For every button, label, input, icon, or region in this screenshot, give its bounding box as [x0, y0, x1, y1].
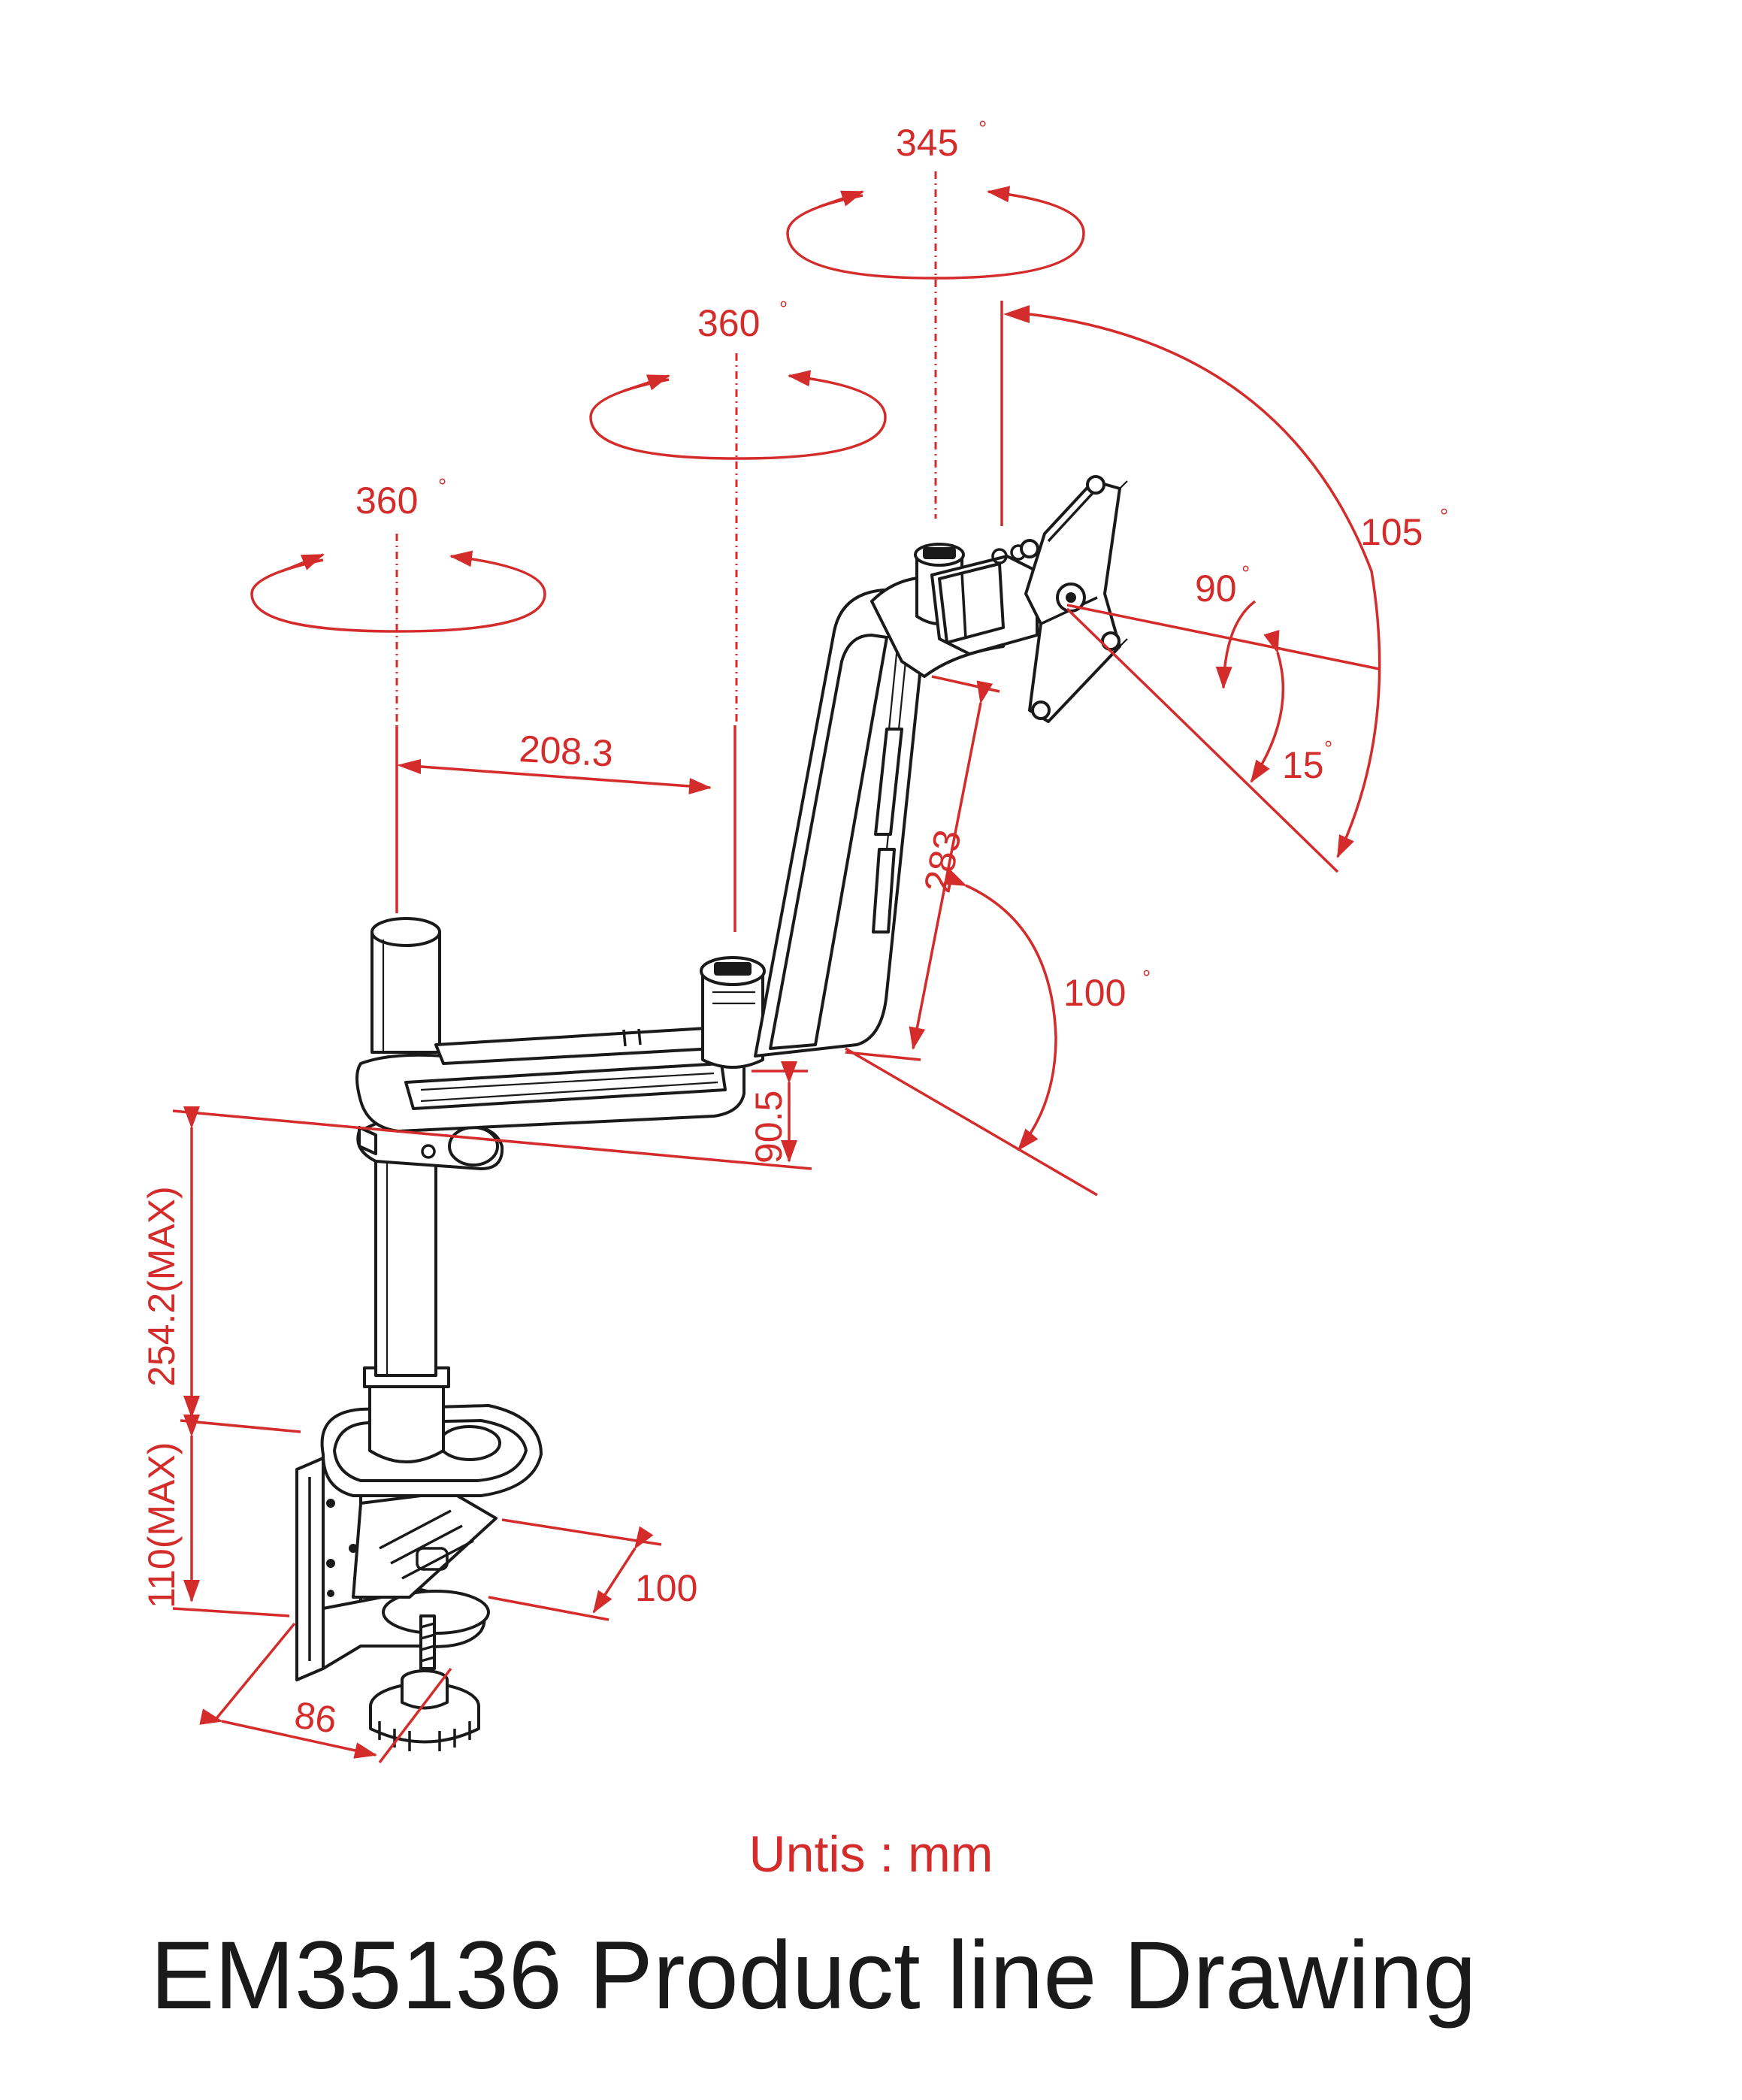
desk-clamp	[295, 1457, 497, 1751]
degree-symbol: °	[1142, 966, 1151, 989]
degree-symbol: °	[1324, 737, 1332, 760]
small-tilt-value: 15	[1282, 744, 1324, 786]
lower-arm	[355, 956, 766, 1133]
arm-joint-rotation-value: 360	[697, 302, 760, 344]
degree-symbol: °	[779, 297, 788, 320]
upper-arm	[754, 543, 1009, 1058]
pole-height-value: 254.2(MAX)	[141, 1186, 183, 1387]
arm-reach-dimension: 208.3	[395, 725, 736, 932]
pole-height-dimension: 254.2(MAX)	[141, 1106, 812, 1433]
degree-symbol: °	[1440, 504, 1448, 528]
pole-base	[320, 1366, 543, 1497]
small-tilt-dimension: 15 °	[1250, 630, 1332, 786]
pole-rotation-value: 360	[355, 480, 418, 522]
arm-joint-rotation-indicator: 360 °	[589, 297, 887, 722]
arm-angle-dimension: 100 °	[845, 869, 1151, 1197]
portrait-rotation-dimension: 90 °	[1195, 561, 1257, 689]
arm-reach-value: 208.3	[518, 728, 614, 774]
arm-angle-value: 100	[1063, 972, 1126, 1014]
degree-symbol: °	[978, 116, 987, 140]
clamp-depth-dimension: 100	[488, 1518, 697, 1621]
vesa-plate	[1020, 475, 1128, 723]
support-pole	[370, 917, 441, 1377]
degree-symbol: °	[438, 474, 446, 498]
clamp-depth-value: 100	[635, 1567, 697, 1609]
degree-symbol: °	[1241, 561, 1250, 585]
units-label: Untis : mm	[749, 1826, 993, 1883]
arm-height-dimension: 90.5	[748, 1061, 808, 1163]
arm-length-value: 283	[916, 827, 969, 897]
head-tilt-value: 105	[1360, 511, 1423, 553]
arm-height-value: 90.5	[748, 1091, 790, 1163]
tilt-head	[930, 544, 1039, 655]
head-tilt-dimension: 105 °	[1000, 301, 1448, 873]
portrait-rotation-value: 90	[1195, 567, 1237, 610]
clamp-width-value: 86	[292, 1693, 339, 1741]
head-swivel-indicator: 345 °	[786, 116, 1085, 519]
clamp-opening-value: 110(MAX)	[141, 1442, 183, 1608]
head-swivel-value: 345	[896, 122, 958, 164]
clamp-opening-dimension: 110(MAX)	[141, 1415, 290, 1617]
clamp-width-dimension: 86	[199, 1622, 452, 1764]
pole-rotation-indicator: 360 °	[250, 474, 546, 722]
drawing-title: EM35136 Product line Drawing	[150, 1922, 1477, 2029]
monitor-arm-illustration	[295, 475, 1128, 1751]
